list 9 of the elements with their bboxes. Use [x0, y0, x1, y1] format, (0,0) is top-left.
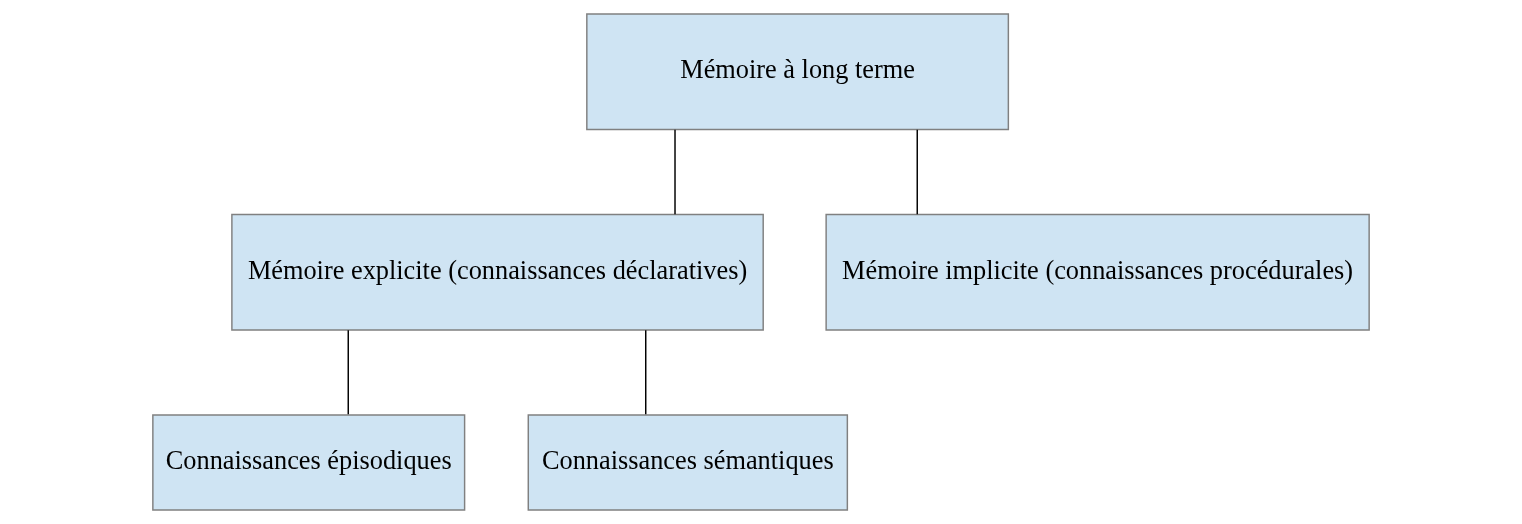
- node-box: Mémoire implicite (connaissances procédurales): [825, 213, 1370, 331]
- node-box: Mémoire à long terme: [586, 13, 1010, 131]
- connector: [347, 329, 349, 416]
- node-box: Mémoire explicite (connaissances déclaratives): [231, 213, 764, 331]
- connector: [916, 129, 918, 216]
- connector: [645, 329, 647, 416]
- connector: [674, 129, 676, 216]
- node-box: Connaissances épisodiques: [152, 414, 466, 511]
- node-box: Connaissances sémantiques: [527, 414, 849, 511]
